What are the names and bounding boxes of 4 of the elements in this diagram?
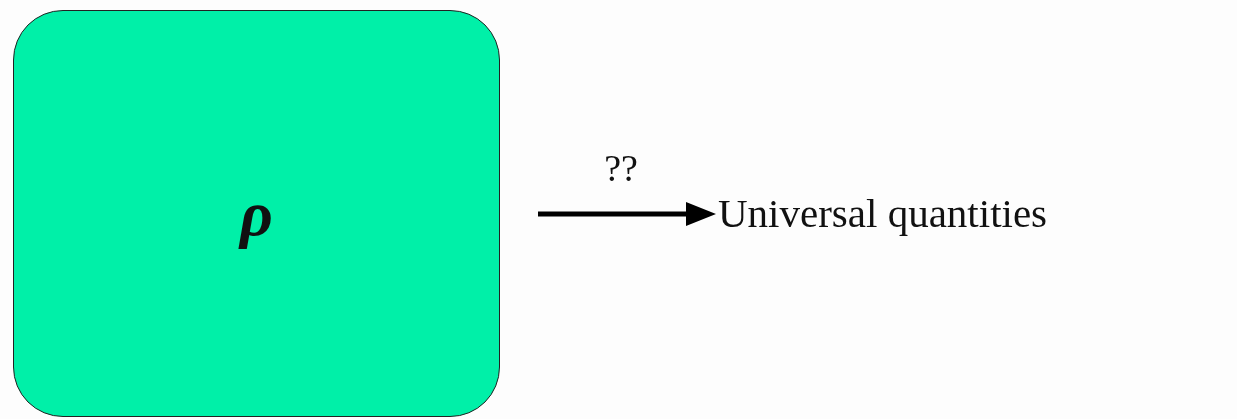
arrow <box>538 202 716 226</box>
node-text: Universal quantities <box>718 189 1048 237</box>
rounded-box <box>13 10 500 417</box>
symbol-text: ρ <box>240 176 273 251</box>
